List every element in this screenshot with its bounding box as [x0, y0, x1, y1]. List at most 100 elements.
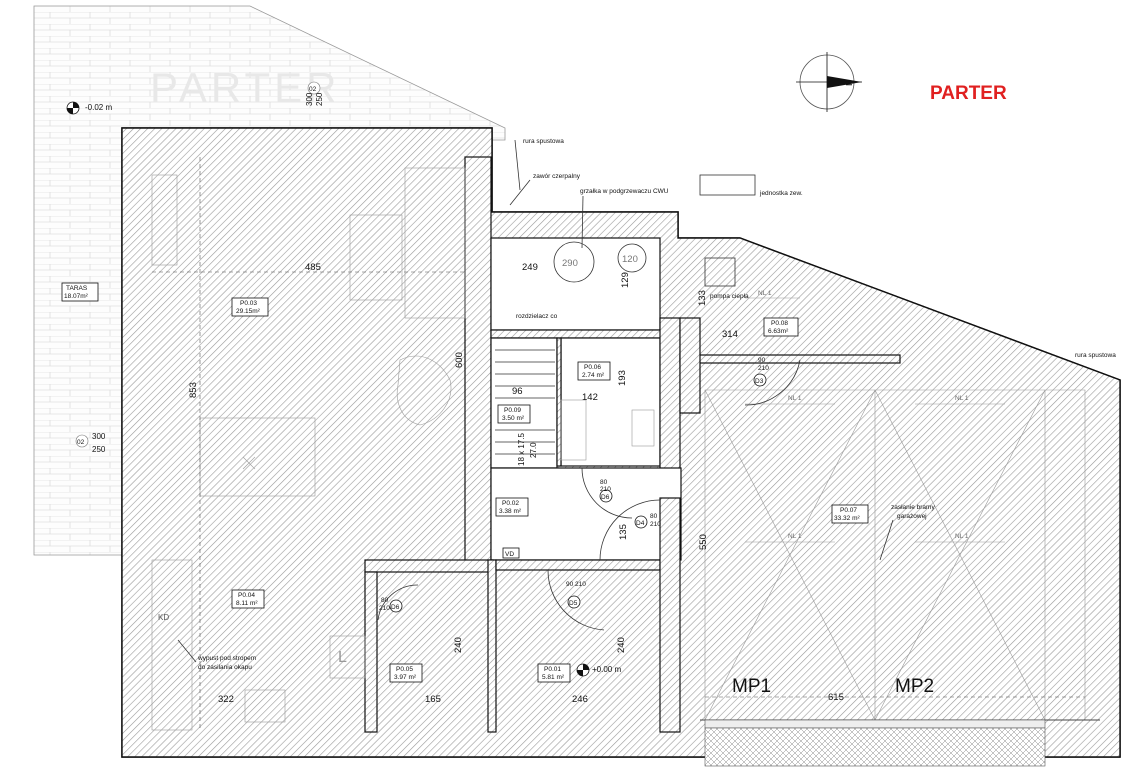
- svg-text:02: 02: [77, 439, 85, 446]
- svg-text:210: 210: [575, 581, 586, 588]
- svg-text:P0.01: P0.01: [544, 666, 561, 673]
- label-wypust-2: do zasilania okapu: [198, 664, 252, 671]
- dim-142: 142: [582, 392, 598, 403]
- svg-text:3.50 m²: 3.50 m²: [502, 415, 525, 422]
- room-tag-p006: P0.06 2.74 m²: [577, 361, 611, 381]
- svg-text:210: 210: [758, 365, 769, 372]
- svg-text:80: 80: [381, 597, 389, 604]
- svg-text:P0.04: P0.04: [238, 592, 255, 599]
- dim-240b: 240: [616, 637, 627, 653]
- room-tag-p004: P0.04 8.11 m²: [231, 589, 265, 609]
- dim-193: 193: [617, 370, 628, 386]
- garage-threshold: [704, 719, 1046, 729]
- door-tags: D6 80 210 D5 90 210 D6 80 210 D4 80 210: [377, 357, 801, 631]
- svg-text:2.74 m²: 2.74 m²: [582, 372, 605, 379]
- terrace-name: TARAS: [66, 285, 88, 292]
- room-tag-p005: P0.05 3.97 m²: [389, 663, 423, 683]
- svg-text:8.11 m²: 8.11 m²: [236, 600, 258, 607]
- watermark: PARTER: [150, 64, 340, 111]
- terrace-area: 18.07m²: [64, 293, 89, 300]
- door-tag: D4 80 210: [599, 499, 661, 561]
- svg-text:33.32 m²: 33.32 m²: [834, 515, 860, 522]
- svg-text:P0.03: P0.03: [240, 300, 257, 307]
- level-marker-terrace: -0.02 m: [66, 101, 112, 115]
- label-wypust-1: wypust pod stropem: [197, 655, 256, 662]
- garage-drain: [704, 727, 1046, 767]
- nl-label-2: NL 1: [955, 395, 969, 402]
- label-kd: KD: [158, 613, 169, 622]
- label-jednostka: jednostka zew.: [759, 190, 803, 197]
- nl-label-3: NL 1: [788, 533, 802, 540]
- dim-322: 322: [218, 694, 234, 705]
- dim-240a: 240: [453, 637, 464, 653]
- dim-249: 249: [522, 262, 538, 273]
- svg-text:D4: D4: [636, 520, 645, 527]
- svg-text:5.81 m²: 5.81 m²: [542, 674, 565, 681]
- svg-text:P0.05: P0.05: [396, 666, 413, 673]
- outdoor-unit: [699, 174, 756, 196]
- svg-text:90: 90: [758, 357, 766, 364]
- door-tag: D6 80 210: [377, 584, 419, 621]
- label-zaslanie-2: garażowej: [897, 513, 927, 520]
- annotations: rura spustowa zawór czerpalny grzałka w …: [158, 138, 1116, 697]
- stair-label-1: 18 x 17.5: [517, 433, 526, 466]
- svg-text:210: 210: [600, 486, 611, 493]
- door-tag: D5 90 210: [547, 569, 605, 631]
- label-mp1: MP1: [732, 676, 771, 697]
- dim-165: 165: [425, 694, 441, 705]
- dim-853: 853: [188, 382, 199, 398]
- svg-text:D6: D6: [391, 604, 400, 611]
- room-tag-p002: P0.02 3.38 m²: [495, 497, 529, 517]
- dim-129: 129: [620, 272, 631, 288]
- window-tag-left: 02 300 250: [75, 432, 106, 454]
- level-marker-entrance: +0.00 m: [576, 663, 621, 677]
- svg-text:300: 300: [305, 92, 314, 106]
- svg-text:80: 80: [650, 513, 658, 520]
- room-tags: P0.03 29.15m² P0.04 8.11 m² P0.05 3.97 m…: [231, 297, 869, 683]
- svg-text:29.15m²: 29.15m²: [236, 308, 261, 315]
- svg-text:P0.02: P0.02: [502, 500, 519, 507]
- svg-text:P0.08: P0.08: [771, 320, 788, 327]
- nl-label-1: NL 1: [788, 395, 802, 402]
- dim-615: 615: [828, 692, 844, 703]
- page-title: PARTER: [930, 83, 1007, 104]
- label-rura-right: rura spustowa: [1075, 352, 1116, 359]
- label-mp2: MP2: [895, 676, 934, 697]
- label-zaslanie-1: zasłanie bramy: [891, 504, 935, 511]
- room-tag-p009: P0.09 3.50 m²: [497, 404, 531, 424]
- compass: N: [796, 52, 862, 112]
- svg-text:P0.06: P0.06: [584, 364, 601, 371]
- dim-246: 246: [572, 694, 588, 705]
- terrace-label-box: [61, 282, 99, 302]
- level-terrace-text: -0.02 m: [85, 103, 112, 112]
- svg-text:90: 90: [566, 581, 574, 588]
- stairs: [495, 349, 555, 455]
- furniture: [151, 167, 655, 731]
- label-rozdzielacz: rozdzielacz co: [516, 313, 558, 320]
- tank-label-2: 120: [622, 254, 638, 265]
- svg-text:02: 02: [309, 86, 317, 93]
- level-entrance-text: +0.00 m: [592, 665, 621, 674]
- label-rura-top: rura spustowa: [523, 138, 564, 145]
- svg-text:3.38 m²: 3.38 m²: [499, 508, 522, 515]
- room-tag-p008: P0.08 6.63m²: [763, 317, 799, 337]
- dim-133: 133: [697, 290, 708, 306]
- svg-text:210: 210: [650, 521, 661, 528]
- svg-text:3.97 m²: 3.97 m²: [394, 674, 417, 681]
- tank-label-1: 290: [562, 258, 578, 269]
- tanks: 290 120: [553, 174, 756, 287]
- label-zawor: zawór czerpalny: [533, 173, 581, 180]
- dim-550: 550: [698, 534, 709, 550]
- room-tag-p007: P0.07 33.32 m²: [831, 504, 869, 524]
- dim-314: 314: [722, 329, 738, 340]
- heat-pump-unit: [704, 257, 736, 287]
- svg-text:80: 80: [600, 479, 608, 486]
- window-tag-top: 02 300 250: [305, 81, 324, 106]
- svg-text:P0.07: P0.07: [840, 507, 857, 514]
- vd-box: [502, 547, 520, 559]
- svg-text:D3: D3: [755, 378, 764, 385]
- door-tag: D3 90 210: [744, 357, 801, 406]
- dim-485: 485: [305, 262, 321, 273]
- garage-lines: NL 1 NL 1 NL 1 NL 1 NL 1: [700, 290, 1100, 767]
